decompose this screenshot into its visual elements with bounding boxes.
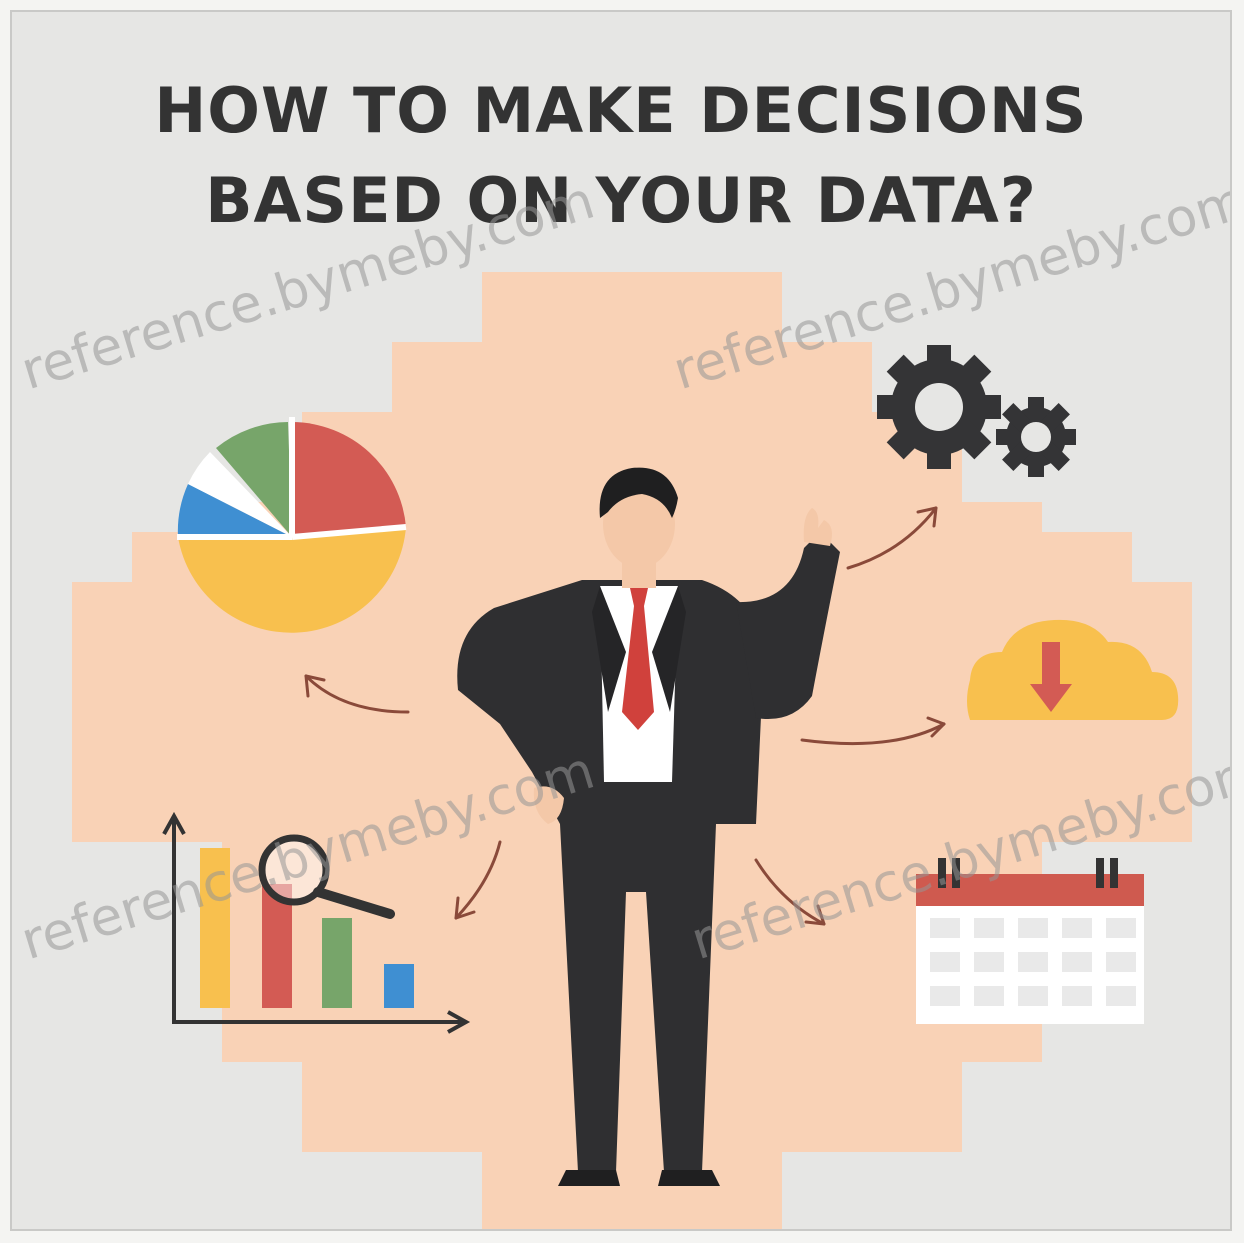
gears-icon bbox=[877, 345, 1076, 477]
title-line-1: HOW TO MAKE DECISIONS bbox=[154, 74, 1088, 147]
illustration bbox=[72, 272, 1192, 1229]
infographic-frame: HOW TO MAKE DECISIONS BASED ON YOUR DATA… bbox=[10, 10, 1232, 1231]
bar-chart-magnifier-icon bbox=[162, 811, 471, 1034]
businessman-figure bbox=[457, 467, 840, 1186]
connector-arrows bbox=[304, 506, 946, 926]
cloud-download-icon bbox=[967, 619, 1179, 720]
pie-chart-icon bbox=[177, 417, 407, 633]
title-line-2: BASED ON YOUR DATA? bbox=[205, 164, 1037, 237]
calendar-icon bbox=[916, 858, 1144, 1024]
